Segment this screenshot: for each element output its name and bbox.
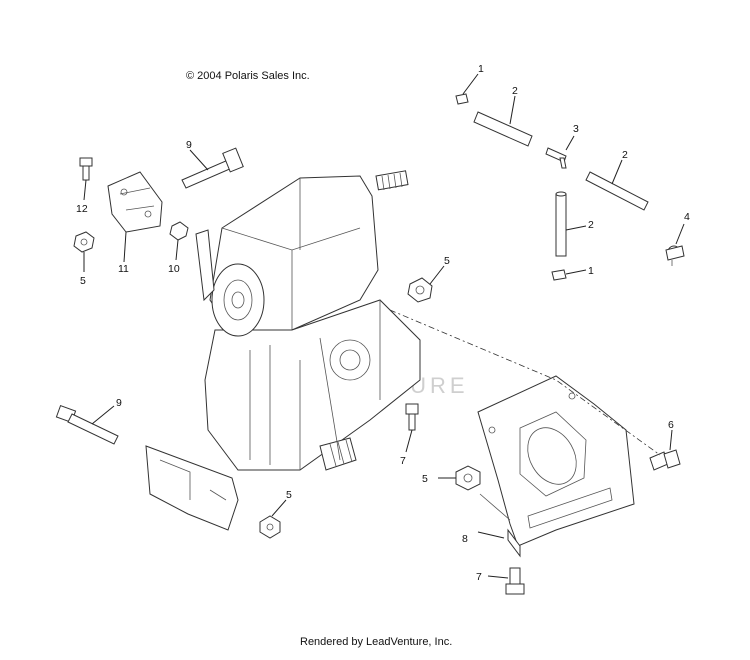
callout-3: 3: [573, 123, 579, 135]
part-1-cap-top: [455, 73, 479, 105]
part-5-nut-lower: [259, 499, 287, 539]
part-9-bolt-lower: [55, 404, 119, 445]
callout-11: 11: [118, 263, 129, 275]
callout-5-left: 5: [80, 275, 86, 287]
callout-2-top: 2: [512, 85, 518, 97]
callout-5-center: 5: [444, 255, 450, 267]
part-7-bolt-lower: [487, 567, 525, 595]
callout-4: 4: [684, 211, 690, 223]
callout-1-top: 1: [478, 63, 484, 75]
callout-5-lower: 5: [286, 489, 292, 501]
part-2-tube-top: [473, 95, 533, 147]
callout-2-vertical: 2: [588, 219, 594, 231]
part-2-tube-vertical: [555, 191, 587, 257]
transmission-assembly: [195, 170, 421, 471]
part-4-clamp: [665, 223, 685, 266]
callout-8: 8: [462, 533, 468, 545]
copyright-text: © 2004 Polaris Sales Inc.: [186, 70, 310, 82]
part-12-bolt: [79, 157, 93, 201]
part-6-bolt: [649, 429, 681, 471]
footer-text: Rendered by LeadVenture, Inc.: [300, 636, 453, 648]
callout-7-middle: 7: [400, 455, 406, 467]
callout-12: 12: [76, 203, 88, 215]
part-3-fitting: [545, 135, 575, 169]
centerline-dashed: [389, 309, 661, 456]
callout-5-right: 5: [422, 473, 428, 485]
callout-1-lower: 1: [588, 265, 594, 277]
part-7-bolt-middle: [405, 403, 419, 453]
part-5-nut-left: [73, 231, 95, 272]
callout-2-right: 2: [622, 149, 628, 161]
callout-10: 10: [168, 263, 180, 275]
callout-6: 6: [668, 419, 674, 431]
part-11-bracket: [107, 171, 163, 263]
part-5-nut-center: [407, 265, 445, 303]
part-5-nut-right: [438, 465, 481, 491]
callout-7-lower: 7: [476, 571, 482, 583]
callout-9-lower: 9: [116, 397, 122, 409]
leader-to-plate: [479, 493, 511, 521]
callout-labels: 1 2 3 2 2 1 4 9 12 11 10 5 5 9 7 5 6 5 8…: [76, 63, 690, 583]
part-1-cap-lower: [551, 269, 587, 281]
callout-9-upper: 9: [186, 139, 192, 151]
part-10-nut: [169, 221, 189, 261]
lower-left-bracket: [145, 445, 239, 531]
part-9-bolt-upper: [181, 147, 244, 189]
part-2-tube-right: [585, 159, 649, 211]
part-8-mount-plate: [477, 375, 635, 558]
